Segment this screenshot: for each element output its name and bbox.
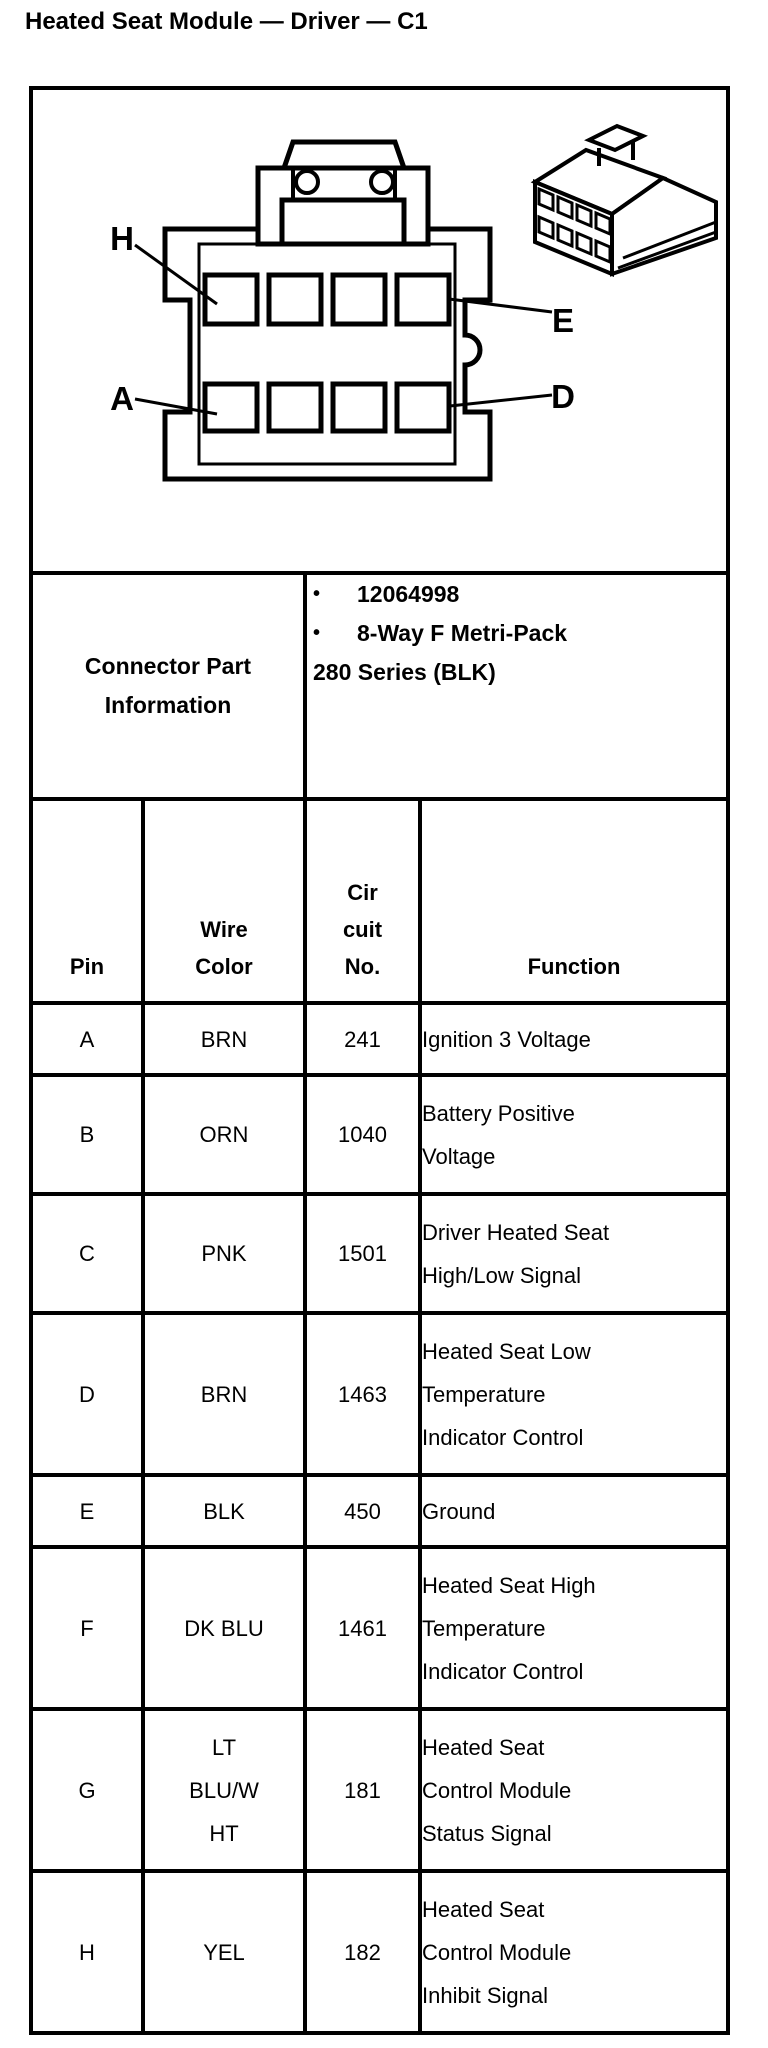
wire-color-cell: BRN	[141, 1001, 307, 1077]
header-function: Function	[418, 797, 730, 1005]
pin-label-d: D	[551, 378, 575, 415]
wire-color-cell: BRN	[141, 1311, 307, 1477]
circuit-cell: 181	[303, 1707, 422, 1873]
part-info-details: • 12064998 • 8-Way F Metri-Pack 280 Seri…	[303, 571, 730, 801]
connector-front-view: H A E D	[110, 139, 575, 482]
wire-color-cell: DK BLU	[141, 1545, 307, 1711]
circuit-cell: 1461	[303, 1545, 422, 1711]
pin-cavity-g	[266, 272, 324, 327]
pin-cavity-a	[202, 381, 260, 434]
pin-cavity-c	[330, 381, 388, 434]
leader-line-d	[449, 393, 553, 408]
pin-label-h: H	[110, 220, 134, 257]
part-series: 280 Series (BLK)	[313, 659, 496, 685]
pin-cavity-b	[266, 381, 324, 434]
connector-3d-view	[530, 123, 718, 277]
pin-cell: E	[29, 1473, 145, 1549]
pin-cell: A	[29, 1001, 145, 1077]
pin-cell: C	[29, 1192, 145, 1315]
pin-label-a: A	[110, 380, 134, 417]
pin-cell: F	[29, 1545, 145, 1711]
pin-cell: B	[29, 1073, 145, 1196]
circuit-cell: 1501	[303, 1192, 422, 1315]
connector-body-outline	[162, 226, 493, 482]
wire-color-cell: BLK	[141, 1473, 307, 1549]
function-cell: Ground	[418, 1473, 730, 1549]
pin-cavities	[202, 272, 452, 434]
part-number: 12064998	[357, 581, 460, 607]
bullet-icon: •	[313, 622, 321, 644]
circuit-cell: 450	[303, 1473, 422, 1549]
wire-color-cell: YEL	[141, 1869, 307, 2035]
pin-cell: D	[29, 1311, 145, 1477]
3d-pin-cavities	[537, 186, 612, 265]
pin-cavity-f	[330, 272, 388, 327]
pin-label-e: E	[552, 302, 574, 339]
header-pin: Pin	[29, 797, 145, 1005]
function-cell: Ignition 3 Voltage	[418, 1001, 730, 1077]
connector-table: H A E D	[29, 86, 730, 2035]
part-type: 8-Way F Metri-Pack	[357, 620, 568, 646]
pin-cavity-d	[394, 381, 452, 434]
diagram-row: H A E D	[29, 86, 730, 575]
part-number-line: • 12064998	[307, 575, 726, 614]
connector-diagram: H A E D	[110, 123, 718, 482]
part-type-line: • 8-Way F Metri-Pack	[307, 614, 726, 653]
leader-line-e	[448, 297, 553, 314]
latch	[255, 139, 431, 247]
pin-cell: H	[29, 1869, 145, 2035]
circuit-cell: 1463	[303, 1311, 422, 1477]
leader-line-a	[134, 397, 218, 416]
circuit-cell: 241	[303, 1001, 422, 1077]
circuit-cell: 1040	[303, 1073, 422, 1196]
bullet-icon: •	[313, 583, 321, 605]
pin-cavity-e	[394, 272, 452, 327]
leader-line-h	[134, 243, 218, 306]
pin-cavity-h	[202, 272, 260, 327]
circuit-cell: 182	[303, 1869, 422, 2035]
wire-color-cell: ORN	[141, 1073, 307, 1196]
connector-diagram-cell: H A E D	[29, 86, 730, 575]
wire-color-cell: PNK	[141, 1192, 307, 1315]
pin-cell: G	[29, 1707, 145, 1873]
page-title: Heated Seat Module — Driver — C1	[25, 8, 428, 35]
